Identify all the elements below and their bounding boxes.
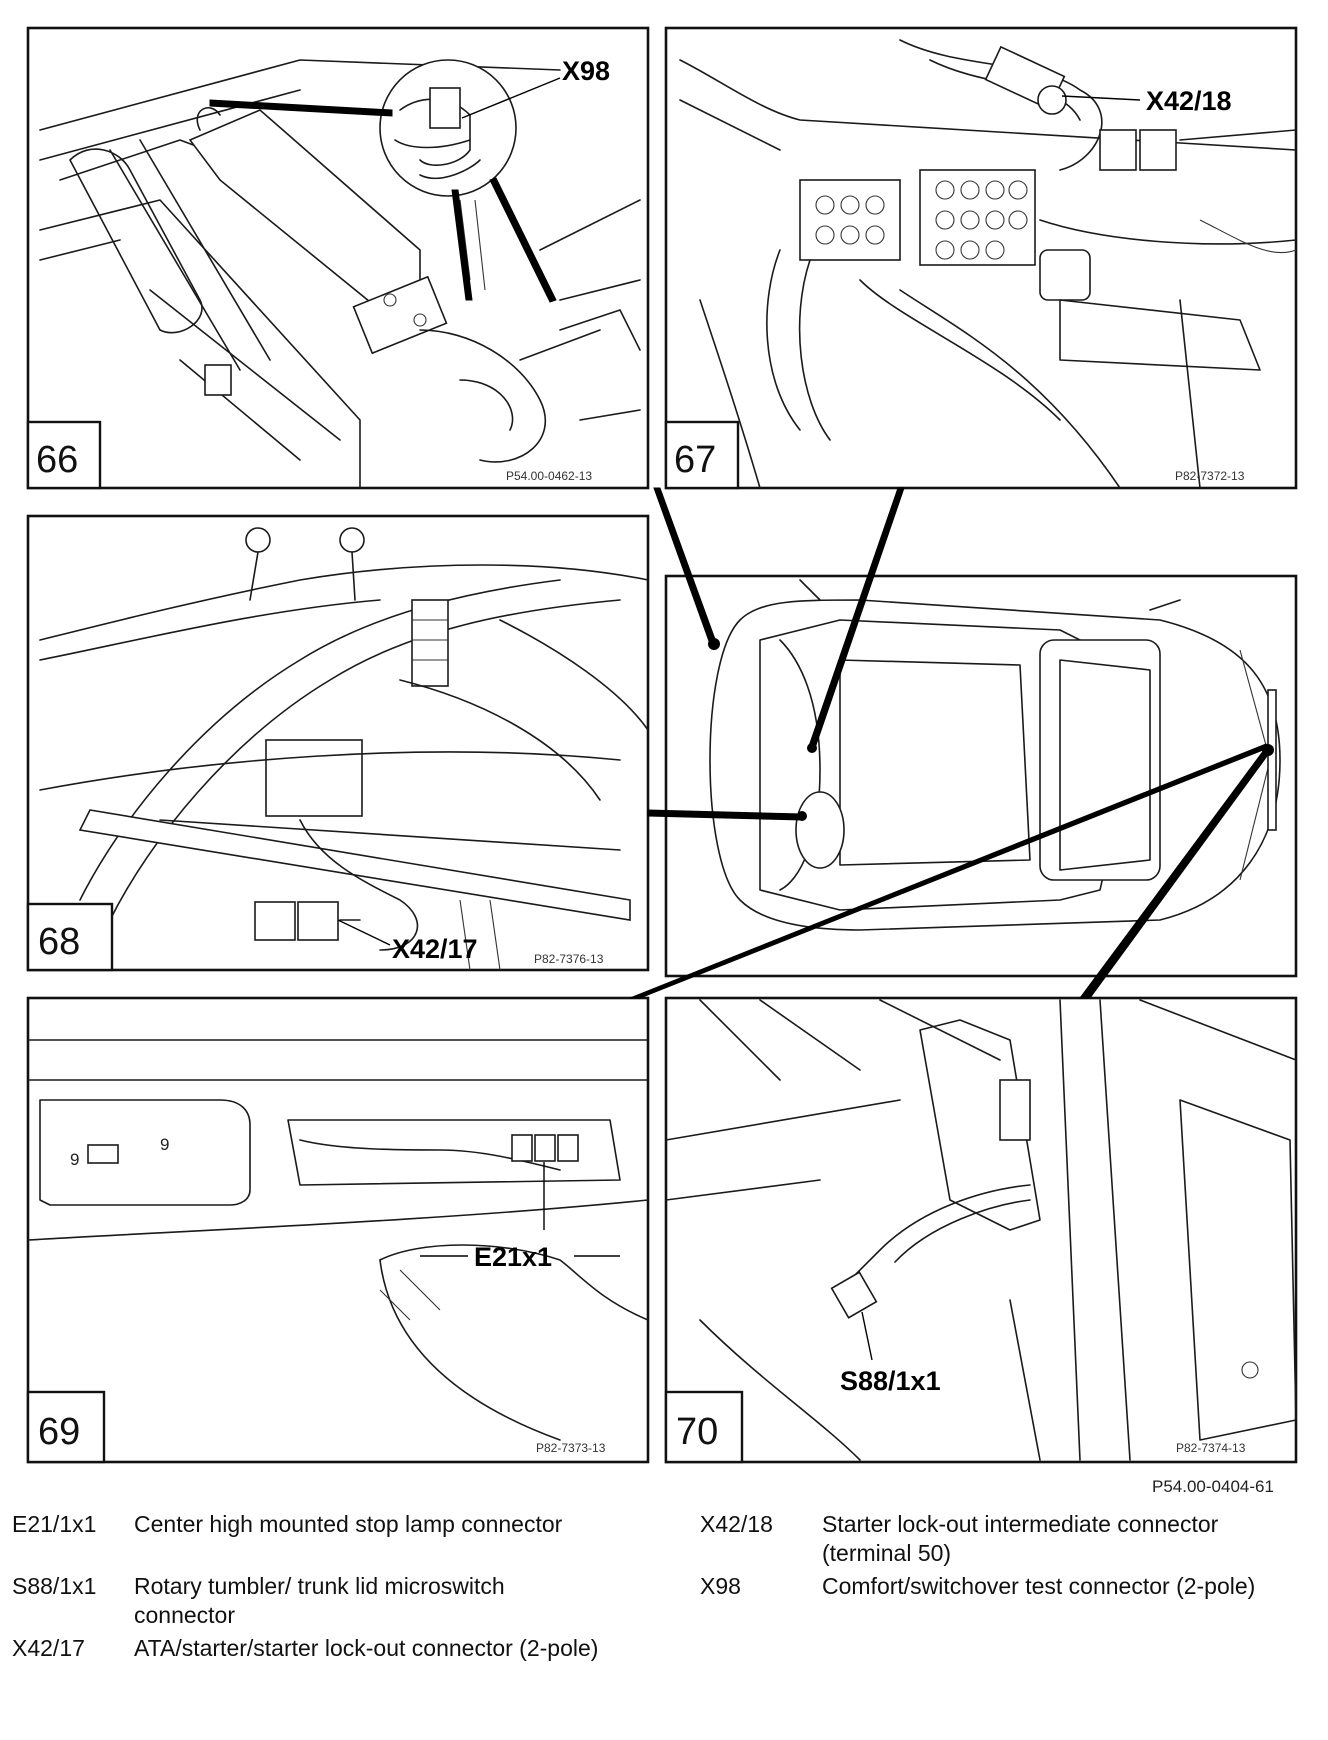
- panel-67-number: 67: [674, 439, 716, 481]
- panel-66: X98 66 P54.00-0462-13: [26, 26, 650, 490]
- legend-desc: Comfort/switchover test connector (2-pol…: [822, 1573, 1256, 1599]
- svg-text:9: 9: [70, 1150, 79, 1169]
- panel-69: 9 9 E21x1 69 P82-7373-13: [26, 996, 650, 1464]
- panel-69-illustration: 9 9: [27, 1039, 649, 1441]
- panel-68-illustration: [39, 527, 649, 971]
- figure-id: P54.00-0404-61: [1152, 1477, 1274, 1496]
- panel-69-number: 69: [38, 1411, 80, 1453]
- legend-desc: Center high mounted stop lamp connector: [134, 1511, 563, 1537]
- legend-code: X98: [700, 1573, 741, 1599]
- s88-1x1-callout-label: S88/1x1: [840, 1366, 941, 1396]
- panel-70: S88/1x1 70 P82-7374-13: [664, 996, 1298, 1464]
- legend-item-s88-1x1: S88/1x1 Rotary tumbler/ trunk lid micros…: [12, 1572, 604, 1630]
- wiring-location-diagram: X98 66 P54.00-0462-13: [26, 26, 1298, 1496]
- legend-code: X42/17: [12, 1635, 85, 1661]
- legend-item-x42-17: X42/17 ATA/starter/starter lock-out conn…: [12, 1634, 604, 1663]
- panel-69-code: P82-7373-13: [536, 1441, 606, 1455]
- legend-desc: Starter lock-out intermediate connector …: [822, 1511, 1219, 1566]
- panel-68: X42/17 68 P82-7376-13: [26, 514, 650, 972]
- leader-panel-66: [653, 487, 717, 645]
- x98-callout-label: X98: [562, 56, 610, 86]
- leader-panel-68: [647, 809, 803, 821]
- location-leaders: [629, 487, 1271, 999]
- panel-67: X42/18 67 P82-7372-13: [664, 26, 1298, 490]
- panel-70-illustration: [665, 999, 1297, 1461]
- x42-18-callout-label: X42/18: [1146, 86, 1232, 116]
- panel-68-code: P82-7376-13: [534, 952, 604, 966]
- x42-17-callout-label: X42/17: [392, 934, 478, 964]
- svg-text:9: 9: [160, 1135, 169, 1154]
- panel-70-code: P82-7374-13: [1176, 1441, 1246, 1455]
- panel-68-number: 68: [38, 921, 80, 963]
- panel-70-number: 70: [676, 1411, 718, 1453]
- e21x1-callout-label: E21x1: [474, 1242, 552, 1272]
- legend-item-e21-1x1: E21/1x1 Center high mounted stop lamp co…: [12, 1510, 604, 1539]
- panel-66-illustration: [39, 59, 641, 489]
- legend-desc: Rotary tumbler/ trunk lid microswitch co…: [134, 1573, 505, 1628]
- panel-67-code: P82-7372-13: [1175, 469, 1245, 483]
- legend-code: S88/1x1: [12, 1573, 97, 1599]
- panel-66-code: P54.00-0462-13: [506, 469, 592, 483]
- panel-67-illustration: [679, 39, 1297, 489]
- legend-code: X42/18: [700, 1511, 773, 1537]
- car-overview-illustration: [708, 579, 1281, 931]
- legend-desc: ATA/starter/starter lock-out connector (…: [134, 1635, 599, 1661]
- car-overview: [664, 574, 1298, 978]
- leader-panel-67: [808, 487, 905, 749]
- legend: E21/1x1 Center high mounted stop lamp co…: [0, 1510, 1328, 1730]
- legend-item-x98: X98 Comfort/switchover test connector (2…: [700, 1572, 1292, 1601]
- leader-panel-69: [629, 743, 1269, 999]
- legend-code: E21/1x1: [12, 1511, 97, 1537]
- panel-66-number: 66: [36, 439, 78, 481]
- leader-panel-70: [1079, 749, 1271, 999]
- legend-item-x42-18: X42/18 Starter lock-out intermediate con…: [700, 1510, 1292, 1568]
